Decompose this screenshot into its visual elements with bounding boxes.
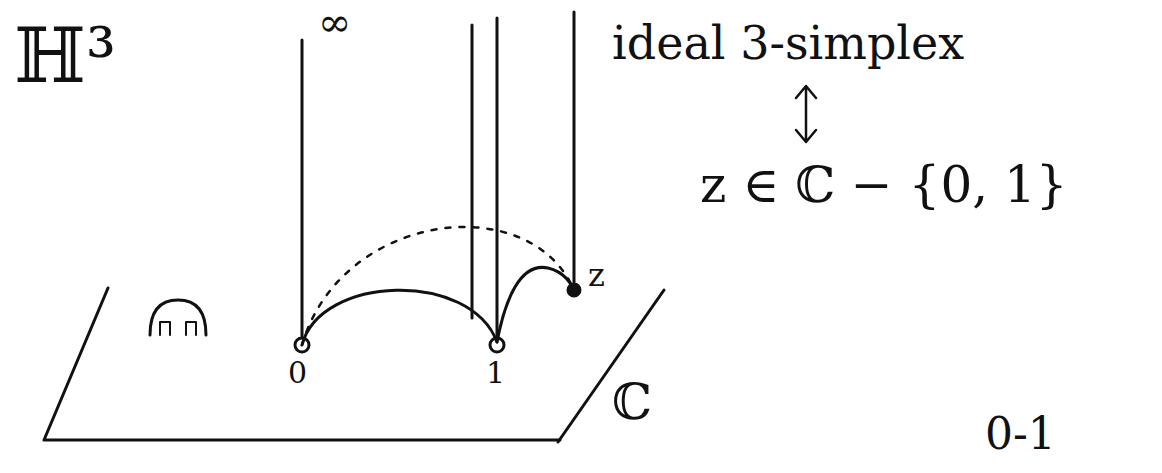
geodesic-arc [497,267,574,342]
title-note: ideal 3-simplex [612,18,964,69]
plane-label: ℂ [612,375,652,430]
dome-icon [150,300,206,335]
geodesic-arc [302,290,497,345]
infinity-label: ∞ [318,0,351,44]
geodesic-line [471,25,474,318]
dotted-geodesic [302,227,570,345]
correspondence-arrow [796,86,816,142]
plane-edge [558,290,664,442]
ideal-vertex [295,338,309,352]
geodesic-line [301,40,304,336]
vertex-label: z [588,258,605,293]
geodesic-line [573,12,576,282]
dome-legs [160,322,196,335]
vertex-label: 0 [288,356,307,389]
geodesic-line [496,18,499,336]
space-name: ℍ³ [14,14,116,98]
vertex-label: 1 [486,356,505,389]
ideal-vertex [568,284,580,296]
ideal-vertex [490,338,504,352]
parameter-note: z ∈ ℂ − {0, 1} [700,158,1068,213]
formula-note: 0-1 [985,410,1056,458]
